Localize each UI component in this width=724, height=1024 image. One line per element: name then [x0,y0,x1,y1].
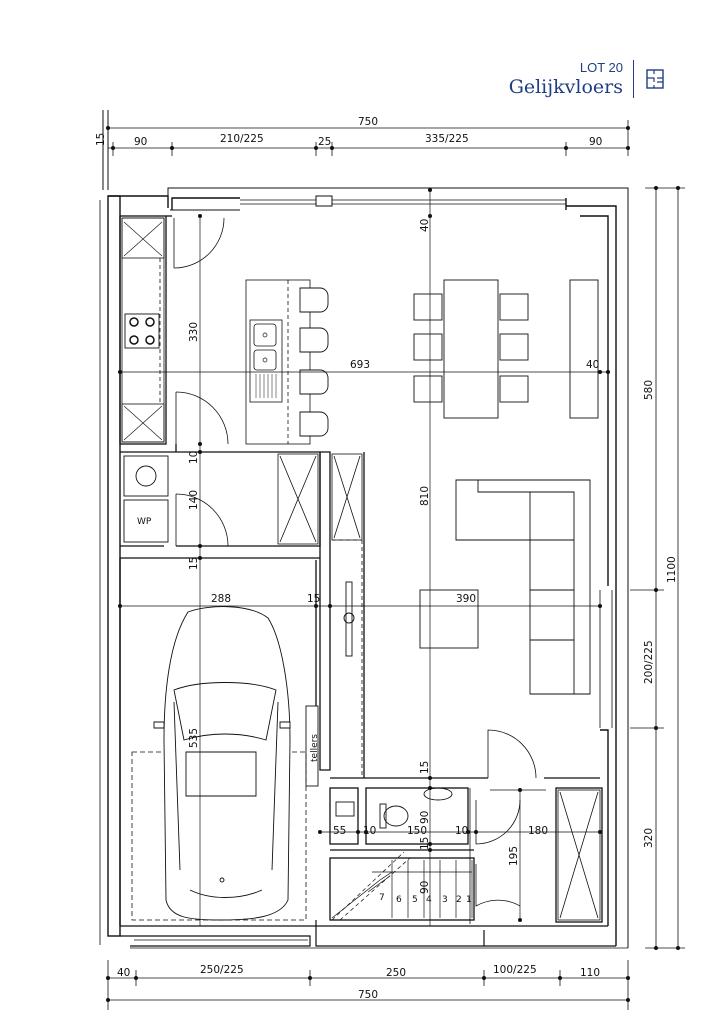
dim-int-15-b: 15 [307,593,320,605]
stair-step-6: 6 [396,895,402,905]
dim-int-330: 330 [188,322,200,342]
dim-top-90-right: 90 [589,136,602,148]
coffee-table [419,589,479,649]
dim-right-320: 320 [643,828,655,848]
staircase [331,851,473,921]
dim-int-40-top: 40 [419,219,431,232]
dim-int-55: 55 [333,825,346,837]
stair-step-4: 4 [426,895,432,905]
coat-rack [345,581,353,657]
dim-top-25: 25 [318,136,331,148]
dim-int-15-c: 15 [419,761,431,774]
dim-int-140: 140 [188,490,200,510]
dim-top-90-left: 90 [134,136,147,148]
dim-right-580: 580 [643,380,655,400]
bar-stools [299,287,329,437]
car-icon [153,606,291,921]
dim-int-150: 150 [407,825,427,837]
toilet-room [335,787,453,829]
plan-title-block: LOT 20 Gelijkvloers [509,60,634,98]
dim-right-200: 200/225 [643,640,655,684]
stair-step-3: 3 [442,895,448,905]
stair-step-1: 1 [466,895,472,905]
stair-step-numbers: 7 6 5 4 3 2 1 [379,893,472,905]
dim-top-210: 210/225 [220,133,264,145]
dim-int-390: 390 [456,593,476,605]
dim-int-90-b: 90 [419,881,431,894]
meter-cabinet [305,705,319,787]
facade-column [315,195,333,207]
dim-int-90-a: 90 [419,811,431,824]
cooktop [124,313,160,349]
dim-int-693: 693 [350,359,370,371]
dim-int-195: 195 [508,846,520,866]
dim-int-288: 288 [211,593,231,605]
dim-int-810: 810 [419,486,431,506]
kitchen-island [245,279,311,445]
dim-right-1100: 1100 [666,556,678,583]
washing-machine [123,455,169,497]
dim-bottom-110: 110 [580,967,600,979]
coat-rack-knob [343,612,355,624]
dining-table [413,279,529,419]
stair-step-2: 2 [456,895,462,905]
dim-int-180: 180 [528,825,548,837]
top-dimensions [107,120,629,190]
sideboard [569,279,599,419]
heat-pump-label: WP [137,517,152,527]
dim-int-535: 535 [188,728,200,748]
dim-bottom-100: 100/225 [493,964,537,976]
stair-step-7: 7 [379,893,385,903]
dim-int-15-d: 15 [419,837,431,850]
doors [173,217,546,924]
plan-header: LOT 20 Gelijkvloers [509,60,664,98]
dim-int-15-a: 15 [188,557,200,570]
kitchen-counter [121,217,165,443]
dim-int-40-right: 40 [586,359,599,371]
floor-level-title: Gelijkvloers [508,76,623,98]
dim-top-small: 15 [95,133,107,146]
stair-step-5: 5 [412,895,418,905]
exterior-walls [99,110,629,949]
floorplan-icon [646,69,664,89]
dim-bottom-total: 750 [358,989,378,1001]
dim-top-total: 750 [358,116,378,128]
dim-top-335: 335/225 [425,133,469,145]
dim-bottom-250a: 250/225 [200,964,244,976]
meter-cabinet-label: tellers [310,734,320,762]
interior-walls [119,215,603,926]
heat-pump [123,499,169,543]
dim-bottom-40: 40 [117,967,130,979]
sofa [455,479,591,695]
dim-int-10: 10 [188,451,200,464]
dim-int-10-b: 10 [363,825,376,837]
dim-bottom-250: 250 [386,967,406,979]
lot-number: LOT 20 [579,60,623,75]
dim-int-10-c: 10 [455,825,468,837]
bottom-dimensions [107,960,629,1010]
closets [277,453,601,921]
